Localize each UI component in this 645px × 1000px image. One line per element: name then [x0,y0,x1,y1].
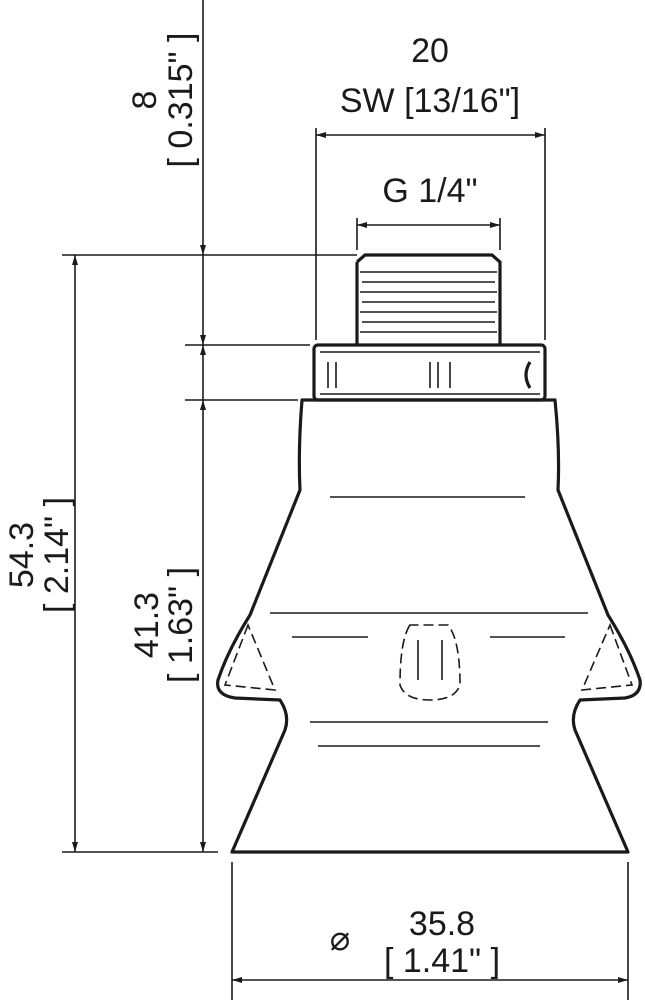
wrench-size-mm: 20 [411,32,449,70]
thread-fitting [355,253,502,345]
overall-height-inch: [ 2.14" ] [38,497,76,613]
thread-length-mm: 8 [126,91,164,110]
diameter-mm: 35.8 [409,905,475,943]
body-height-inch: [ 1.63" ] [162,567,200,683]
thread-label: G 1/4" [382,172,477,210]
wrench-size-label: SW [13/16"] [340,82,520,120]
part-outline [216,253,642,854]
bellows-body [216,398,642,854]
diameter-symbol: ⌀ [330,920,350,958]
diameter-inch: [ 1.41" ] [384,942,500,980]
dimension-lines [72,0,628,983]
body-height-mm: 41.3 [128,592,166,658]
hex-nut [312,343,547,402]
extension-lines [62,128,629,1000]
thread-length-inch: [ 0.315" ] [162,33,200,168]
overall-height-mm: 54.3 [3,522,41,588]
